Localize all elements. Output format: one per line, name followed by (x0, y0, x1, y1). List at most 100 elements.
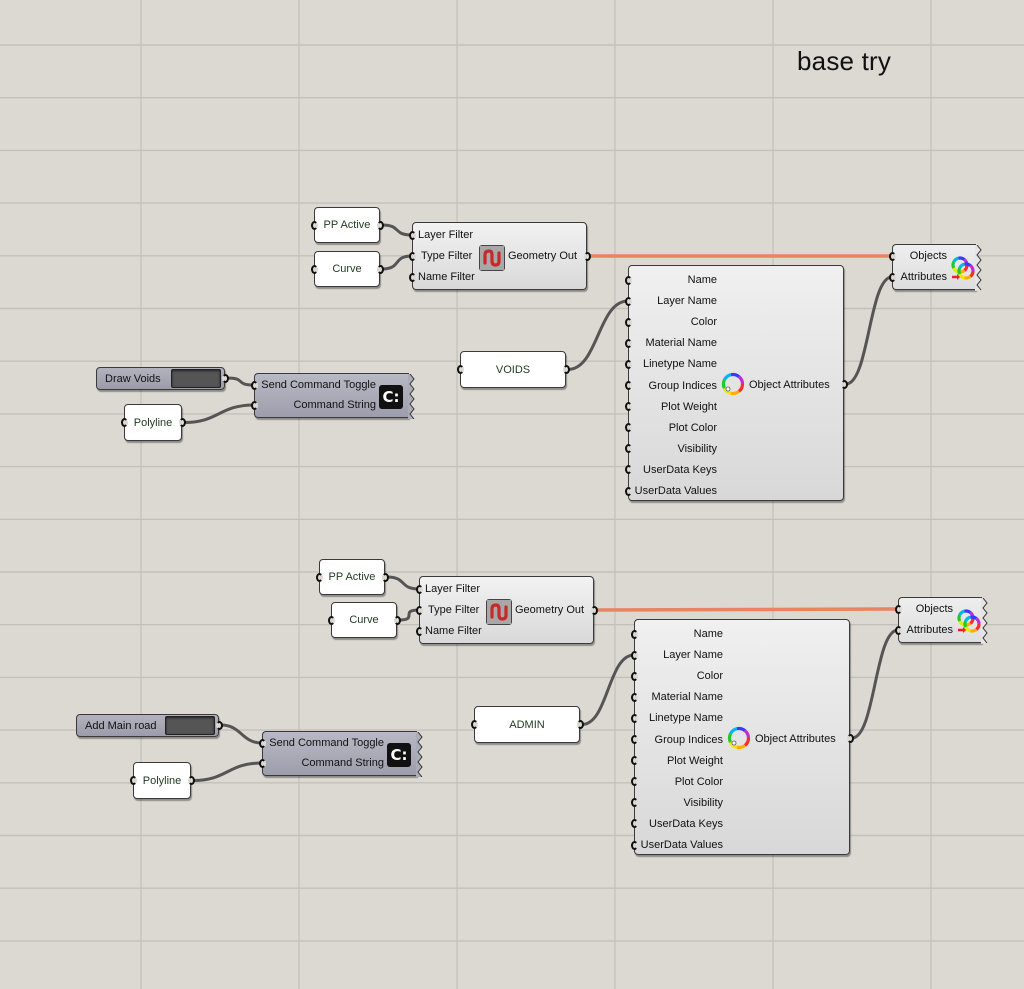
input-label-layer-name: Layer Name (663, 649, 723, 662)
panel-output-grip[interactable] (377, 264, 384, 274)
boolean-toggle[interactable]: Draw Voids (96, 367, 225, 390)
object-attributes-output-grip[interactable] (841, 379, 848, 389)
output-label-geometry-out: Geometry Out (508, 250, 578, 262)
geometry-pipeline-input-grip[interactable] (409, 251, 416, 261)
object-attributes-icon (727, 726, 751, 750)
layer-name-panel[interactable]: ADMIN (474, 706, 580, 743)
panel-input-grip[interactable] (457, 365, 464, 374)
object-attributes-input-grip[interactable] (625, 423, 632, 433)
object-attributes-input-grip[interactable] (625, 317, 632, 327)
input-label-color: Color (696, 670, 723, 683)
panel-input-grip[interactable] (311, 264, 318, 274)
panel-output-grip[interactable] (382, 572, 389, 582)
geometry-pipeline-input-grip[interactable] (416, 584, 423, 594)
geometry-out-grip[interactable] (591, 605, 598, 615)
object-attributes-input-grip[interactable] (631, 819, 638, 829)
input-label-plot-color: Plot Color (668, 421, 717, 434)
object-attributes-input-grip[interactable] (625, 338, 632, 348)
panel-input-grip[interactable] (471, 720, 478, 729)
input-label-attributes: Attributes (906, 624, 953, 636)
panel-output-grip[interactable] (563, 365, 570, 374)
toggle-output-grip[interactable] (222, 373, 229, 383)
input-label-group-indices: Group Indices (648, 379, 717, 392)
object-attributes-input-grip[interactable] (631, 650, 638, 660)
object-attributes-output-grip[interactable] (847, 733, 854, 743)
send-command-toggle-grip[interactable] (251, 380, 258, 390)
type-filter-panel[interactable]: Curve (331, 602, 397, 638)
object-attributes-input-grip[interactable] (625, 275, 632, 285)
input-label-color: Color (690, 316, 717, 329)
geometry-pipeline-icon (479, 245, 505, 271)
object-attributes-input-grip[interactable] (625, 444, 632, 454)
panel-input-grip[interactable] (121, 418, 128, 427)
panel-output-grip[interactable] (577, 720, 584, 729)
command-string-grip[interactable] (251, 400, 258, 410)
geometry-pipeline-input-grip[interactable] (409, 272, 416, 282)
object-attributes-input-grip[interactable] (625, 296, 632, 306)
send-command-toggle-grip[interactable] (259, 738, 266, 748)
object-attributes-input-grip[interactable] (631, 840, 638, 850)
geometry-pipeline-input-grip[interactable] (416, 605, 423, 615)
command-string-grip[interactable] (259, 758, 266, 768)
boolean-toggle[interactable]: Add Main road (76, 714, 219, 737)
object-attributes-input-grip[interactable] (631, 713, 638, 723)
object-attributes-input-grip[interactable] (625, 359, 632, 369)
type-filter-panel[interactable]: Curve (314, 251, 380, 287)
layer-filter-panel[interactable]: PP Active (319, 559, 385, 595)
input-label-command-string: Command String (301, 757, 384, 769)
panel-output-grip[interactable] (394, 615, 401, 625)
command-string-panel[interactable]: Polyline (133, 762, 191, 799)
output-label-object-attributes: Object Attributes (755, 733, 836, 745)
object-attributes-input-grip[interactable] (625, 486, 632, 496)
bake-objects-grip[interactable] (895, 604, 902, 614)
bake-attributes-grip[interactable] (889, 272, 896, 282)
object-attributes-input-grip[interactable] (631, 735, 638, 744)
object-attributes-input-grip[interactable] (625, 465, 632, 475)
object-attributes-icon (721, 372, 745, 396)
panel-input-grip[interactable] (328, 615, 335, 625)
input-label-group-indices: Group Indices (654, 733, 723, 746)
panel-input-grip[interactable] (311, 220, 318, 230)
object-attributes-input-grip[interactable] (631, 777, 638, 787)
panel-output-grip[interactable] (377, 220, 384, 230)
zigzag-edge (981, 598, 988, 644)
panel-text: PP Active (328, 571, 376, 583)
object-attributes-input-grip[interactable] (631, 671, 638, 681)
layer-name-panel[interactable]: VOIDS (460, 351, 566, 388)
geometry-out-grip[interactable] (584, 251, 591, 261)
geometry-pipeline-input-grip[interactable] (409, 230, 416, 240)
object-attributes-input-grip[interactable] (631, 798, 638, 808)
command-prompt-icon: C: (387, 743, 411, 767)
toggle-switch[interactable] (171, 369, 221, 388)
layer-filter-panel[interactable]: PP Active (314, 207, 380, 243)
toggle-output-grip[interactable] (216, 720, 223, 730)
object-attributes-input-grip[interactable] (631, 629, 638, 639)
input-label-command-string: Command String (293, 399, 376, 411)
panel-output-grip[interactable] (188, 776, 195, 785)
object-attributes-input-grip[interactable] (631, 756, 638, 766)
bake-icon (957, 609, 981, 633)
input-label-layer-filter: Layer Filter (425, 583, 481, 595)
input-label-linetype-name: Linetype Name (649, 712, 723, 725)
object-attributes-input-grip[interactable] (631, 692, 638, 702)
command-string-panel[interactable]: Polyline (124, 404, 182, 441)
zigzag-edge (975, 245, 982, 291)
panel-input-grip[interactable] (130, 776, 137, 785)
bake-objects-grip[interactable] (889, 251, 896, 261)
geometry-pipeline-input-grip[interactable] (416, 626, 423, 636)
object-attributes-input-grip[interactable] (625, 402, 632, 412)
panel-input-grip[interactable] (316, 572, 323, 582)
panel-output-grip[interactable] (179, 418, 186, 427)
bake-attributes-grip[interactable] (895, 625, 902, 635)
toggle-switch[interactable] (165, 716, 215, 735)
input-label-layer-name: Layer Name (657, 295, 717, 308)
object-attributes-input-grip[interactable] (625, 381, 632, 390)
